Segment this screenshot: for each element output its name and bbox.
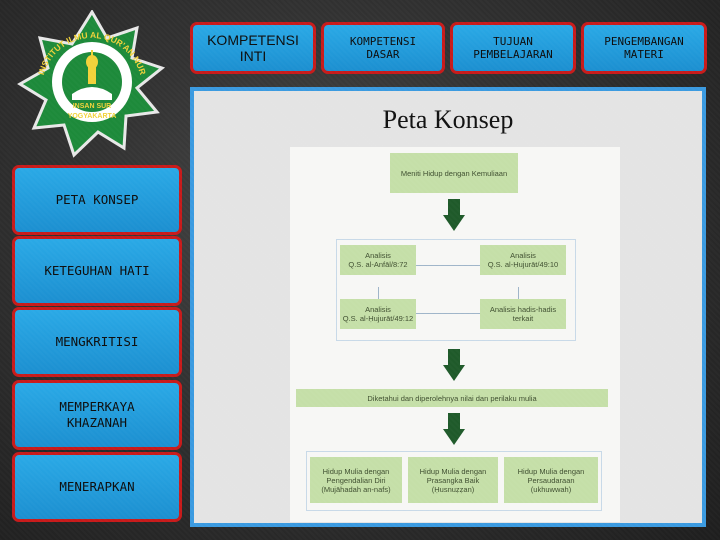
- logo-bottom-text: INSAN SUR: [73, 103, 112, 110]
- diagram-middle-box: Diketahui dan diperolehnya nilai dan per…: [296, 389, 608, 407]
- analysis-box: Analisis Q.S. al-Anfāl/8:72: [340, 245, 416, 275]
- sidebar-item-keteguhan-hati[interactable]: KETEGUHAN HATI: [12, 236, 182, 306]
- analysis-frame: [336, 239, 576, 341]
- analysis-box: Analisis hadis-hadis terkait: [480, 299, 566, 329]
- analysis-box: Analisis Q.S. al-Ḥujurāt/49:12: [340, 299, 416, 329]
- outcome-box: Hidup Mulia dengan Persaudaraan (ukhuwwa…: [504, 457, 598, 503]
- down-arrow-icon: [443, 199, 465, 231]
- tab-kompetensi-inti[interactable]: KOMPETENSI INTI: [190, 22, 316, 74]
- diagram-top-box: Meniti Hidup dengan Kemuliaan: [390, 153, 518, 193]
- tab-kompetensi-dasar[interactable]: KOMPETENSI DASAR: [321, 22, 445, 74]
- tab-pengembangan-materi[interactable]: PENGEMBANGAN MATERI: [581, 22, 707, 74]
- concept-map-diagram: Meniti Hidup dengan Kemuliaan Analisis Q…: [290, 147, 620, 522]
- sidebar-item-menerapkan[interactable]: MENERAPKAN: [12, 452, 182, 522]
- tab-tujuan-pembelajaran[interactable]: TUJUAN PEMBELAJARAN: [450, 22, 576, 74]
- outcome-box: Hidup Mulia dengan Prasangka Baik (Ḥusnu…: [408, 457, 498, 503]
- down-arrow-icon: [443, 349, 465, 381]
- outcome-frame: [306, 451, 602, 511]
- down-arrow-icon: [443, 413, 465, 445]
- sidebar-item-mengkritisi[interactable]: MENGKRITISI: [12, 307, 182, 377]
- institution-logo: INSTITUT ILMU AL QUR'AN NUR INSAN SUR YO…: [12, 9, 172, 160]
- content-panel: Peta Konsep Meniti Hidup dengan Kemuliaa…: [190, 87, 706, 527]
- outcome-box: Hidup Mulia dengan Pengendalian Diri (Mu…: [310, 457, 402, 503]
- logo-city-text: YOGYAKARTA: [68, 113, 117, 120]
- panel-title: Peta Konsep: [382, 105, 514, 134]
- sidebar-item-peta-konsep[interactable]: PETA KONSEP: [12, 165, 182, 235]
- sidebar-item-memperkaya-khazanah[interactable]: MEMPERKAYA KHAZANAH: [12, 380, 182, 450]
- analysis-box: Analisis Q.S. al-Ḥujurāt/49:10: [480, 245, 566, 275]
